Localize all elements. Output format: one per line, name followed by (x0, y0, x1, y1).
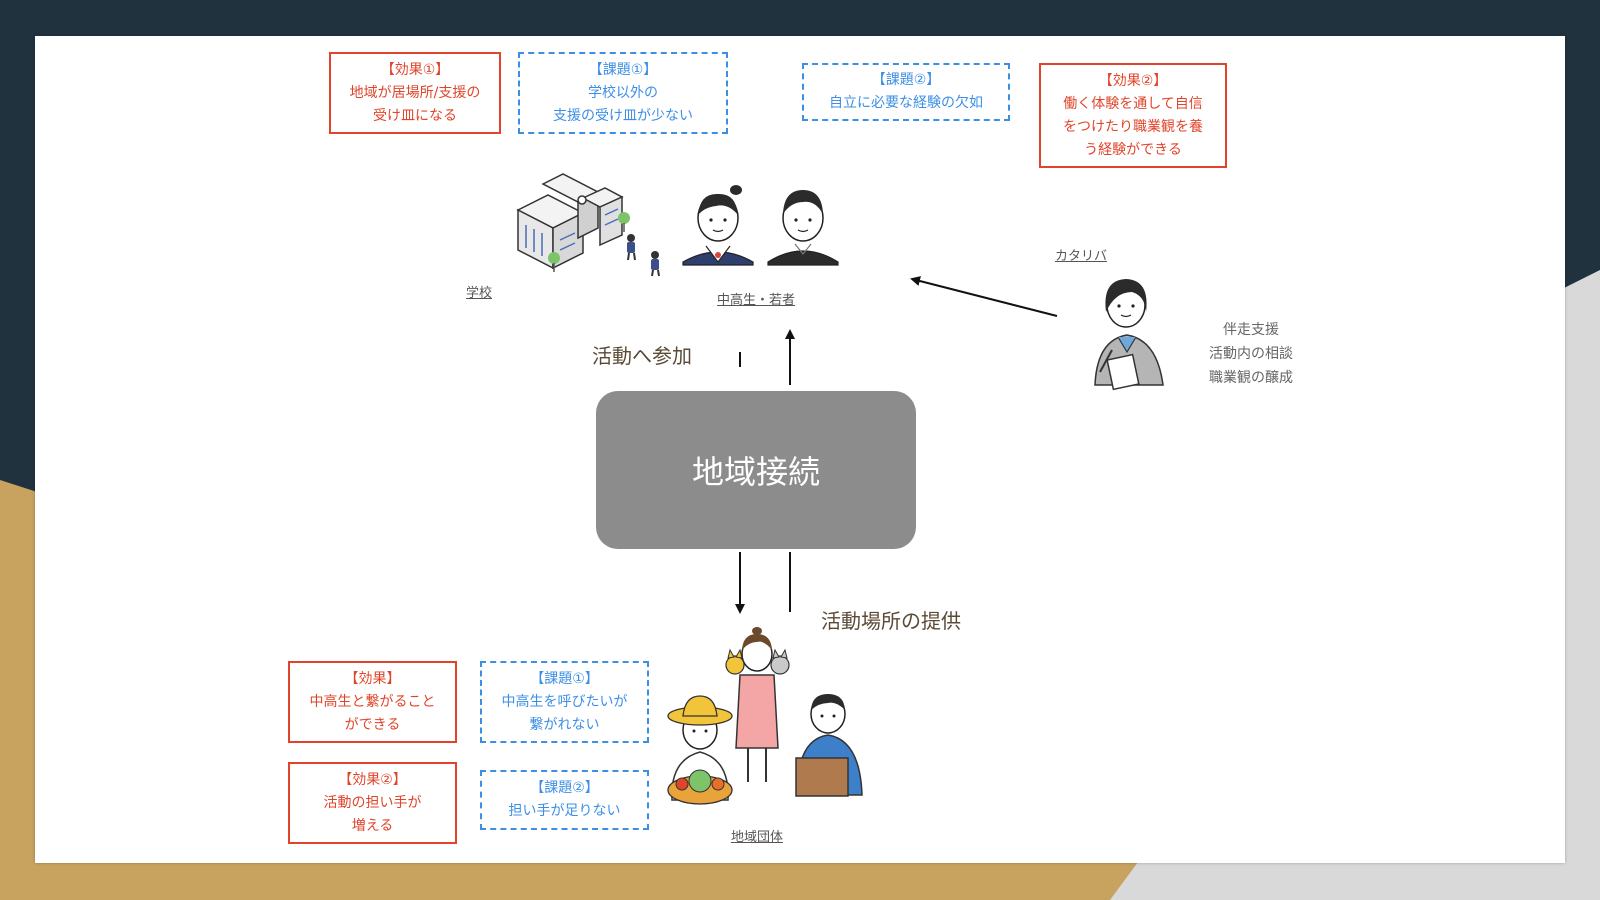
box-title: 【効果②】 (338, 771, 407, 788)
cat-puppet-icon (770, 648, 790, 675)
bottom-effect2-box: 【効果②】 活動の担い手が 増える (288, 762, 457, 844)
top-effect2-box: 【効果②】 働く体験を通して自信 をつけたり職業観を養 う経験ができる (1039, 63, 1227, 168)
bottom-effect1-box: 【効果】 中高生と繋がること ができる (288, 661, 457, 743)
top-issue2-box: 【課題②】 自立に必要な経験の欠如 (802, 63, 1010, 121)
school-illustration (516, 173, 624, 270)
box-line: ができる (344, 716, 401, 733)
box-line: 中高生を呼びたいが (501, 693, 628, 710)
community-label: 地域団体 (731, 830, 784, 845)
top-effect1-box: 【効果①】 地域が居場所/支援の 受け皿になる (329, 52, 501, 134)
school-label: 学校 (466, 286, 493, 301)
box-line: 活動の担い手が (323, 794, 422, 811)
box-line: 担い手が足りない (508, 803, 621, 819)
box-line: 増える (351, 817, 394, 834)
bottom-issue1-box: 【課題①】 中高生を呼びたいが 繋がれない (480, 661, 649, 743)
box-title: 【課題②】 (871, 72, 941, 88)
student-girl-illustration (682, 185, 754, 266)
tree-icon (548, 212, 630, 272)
box-title: 【課題②】 (530, 780, 599, 796)
farmer-illustration (667, 695, 733, 805)
support-item: 職業観の醸成 (1209, 370, 1293, 386)
box-title: 【効果①】 (380, 61, 450, 78)
puppet-woman-illustration (725, 627, 790, 782)
box-line: 学校以外の (588, 84, 658, 101)
box-line: 働く体験を通して自信 (1063, 95, 1203, 112)
box-line: 地域が居場所/支援の (349, 84, 481, 101)
student-boy-illustration (767, 190, 839, 266)
box-line: 繋がれない (529, 716, 600, 733)
box-line: 中高生と繋がること (309, 693, 436, 710)
katariba-support-list: 伴走支援 活動内の相談 職業観の醸成 (1196, 318, 1306, 390)
walking-students-icon (627, 234, 660, 277)
participate-flow-label: 活動へ参加 (592, 344, 692, 368)
box-title: 【効果】 (344, 670, 401, 687)
box-title: 【課題①】 (530, 670, 599, 687)
youth-label: 中高生・若者 (717, 293, 796, 308)
arrow-katariba-to-youth (910, 276, 1058, 317)
box-line: う経験ができる (1084, 141, 1182, 158)
box-line: 支援の受け皿が少ない (553, 107, 693, 124)
support-item: 活動内の相談 (1209, 346, 1293, 362)
box-carrier-illustration (795, 694, 863, 797)
cat-puppet-icon (725, 648, 745, 675)
provide-flow-label: 活動場所の提供 (821, 609, 961, 633)
bottom-issue2-box: 【課題②】 担い手が足りない (480, 770, 649, 830)
support-item: 伴走支援 (1223, 322, 1279, 338)
top-issue1-box: 【課題①】 学校以外の 支援の受け皿が少ない (518, 52, 728, 134)
box-title: 【課題①】 (588, 61, 658, 78)
box-line: 自立に必要な経験の欠如 (829, 95, 983, 111)
katariba-staff-illustration (1094, 279, 1164, 391)
box-line: をつけたり職業観を養 (1063, 118, 1203, 135)
katariba-label: カタリバ (1055, 249, 1108, 264)
box-line: 受け皿になる (373, 107, 457, 124)
center-connection-box: 地域接続 (596, 391, 916, 549)
box-title: 【効果②】 (1098, 72, 1168, 89)
